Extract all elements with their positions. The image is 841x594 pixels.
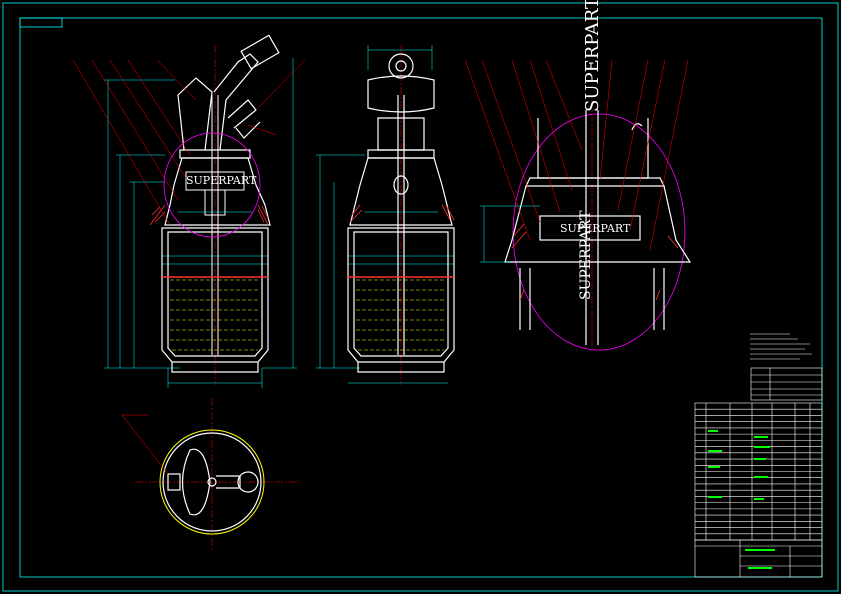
technical-notes xyxy=(750,333,812,360)
side-section-view xyxy=(316,45,455,385)
enlarged-detail-view: SUPERPART SUPERPART SUPERPART xyxy=(464,0,692,351)
title-block xyxy=(694,367,823,578)
watermark-detail: SUPERPART xyxy=(560,222,631,235)
watermark-front: SUPERPART xyxy=(186,174,257,187)
watermark-vertical-2: SUPERPART xyxy=(578,210,594,300)
watermark-vertical: SUPERPART xyxy=(582,0,603,112)
front-section-view: SUPERPART xyxy=(72,34,306,388)
top-view xyxy=(121,398,300,550)
title-block-marks xyxy=(708,430,775,569)
